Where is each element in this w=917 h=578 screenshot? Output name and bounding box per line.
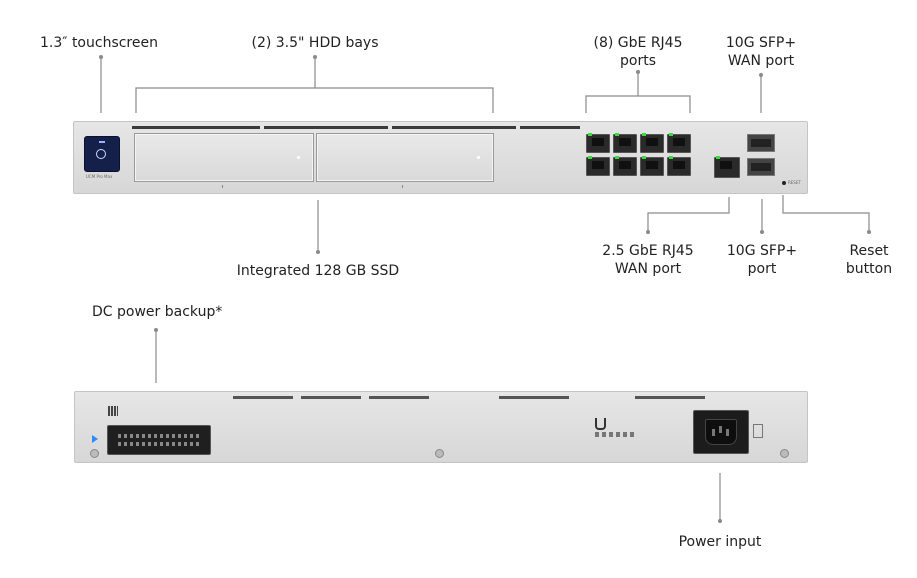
leader-hdd-bracket bbox=[135, 87, 494, 113]
gbe-port-8[interactable] bbox=[667, 156, 691, 176]
label-gbe-ports-line2: ports bbox=[620, 53, 656, 69]
label-sfp-wan-line2: WAN port bbox=[727, 53, 795, 69]
label-sfp-wan-line1: 10G SFP+ bbox=[725, 35, 797, 51]
power-inlet[interactable] bbox=[693, 410, 749, 454]
label-power-input: Power input bbox=[678, 534, 762, 550]
power-clip-icon bbox=[753, 424, 763, 438]
label-sfp-port-line2: port bbox=[747, 261, 777, 277]
hdd-bay-1[interactable] bbox=[134, 133, 314, 182]
gbe-port-5[interactable] bbox=[586, 156, 610, 176]
leader-reset bbox=[782, 195, 870, 232]
label-sfp-wan: 10G SFP+ WAN port bbox=[711, 34, 811, 70]
gbe-port-2[interactable] bbox=[613, 133, 637, 153]
label-wan25: 2.5 GbE RJ45 WAN port bbox=[588, 242, 708, 278]
reset-button[interactable] bbox=[782, 181, 786, 185]
sfp-wan-port[interactable] bbox=[747, 134, 775, 152]
touchscreen-logo-icon bbox=[96, 149, 106, 159]
gbe-port-7[interactable] bbox=[640, 156, 664, 176]
screw-icon bbox=[780, 449, 789, 458]
label-hdd-bays: (2) 3.5" HDD bays bbox=[251, 35, 379, 51]
sfp-port[interactable] bbox=[747, 158, 775, 176]
label-sfp-port: 10G SFP+ port bbox=[712, 242, 812, 278]
wan25-port[interactable] bbox=[714, 156, 740, 178]
label-sfp-port-line1: 10G SFP+ bbox=[726, 243, 798, 259]
compliance-marks bbox=[595, 432, 635, 437]
front-panel: UCM Pro Max RESET bbox=[73, 121, 808, 194]
dc-power-connector[interactable] bbox=[107, 425, 211, 455]
gbe-port-4[interactable] bbox=[667, 133, 691, 153]
gbe-port-6[interactable] bbox=[613, 156, 637, 176]
screw-icon bbox=[435, 449, 444, 458]
gbe-port-3[interactable] bbox=[640, 133, 664, 153]
label-ssd: Integrated 128 GB SSD bbox=[236, 263, 400, 279]
touchscreen[interactable] bbox=[84, 136, 120, 172]
label-reset: Reset button bbox=[834, 242, 904, 278]
label-reset-line1: Reset bbox=[849, 243, 889, 259]
label-dc-backup: DC power backup* bbox=[92, 304, 223, 320]
leader-gbe-bracket bbox=[585, 95, 691, 113]
hdd-bay-2[interactable] bbox=[316, 133, 494, 182]
screw-icon bbox=[90, 449, 99, 458]
ubiquiti-logo-icon bbox=[595, 418, 606, 430]
gbe-port-1[interactable] bbox=[586, 133, 610, 153]
leader-wan25 bbox=[647, 197, 730, 232]
label-gbe-ports-line1: (8) GbE RJ45 bbox=[593, 35, 683, 51]
rear-panel bbox=[74, 391, 808, 463]
model-label: UCM Pro Max bbox=[86, 174, 113, 179]
label-wan25-line1: 2.5 GbE RJ45 bbox=[602, 243, 694, 259]
qr-code bbox=[108, 406, 118, 416]
label-reset-line2: button bbox=[845, 261, 893, 277]
dc-arrow-icon bbox=[92, 435, 98, 443]
reset-text: RESET bbox=[788, 180, 801, 185]
gbe-port-group bbox=[586, 133, 691, 180]
label-touchscreen: 1.3″ touchscreen bbox=[40, 35, 158, 51]
label-gbe-ports: (8) GbE RJ45 ports bbox=[578, 34, 698, 70]
label-wan25-line2: WAN port bbox=[614, 261, 682, 277]
